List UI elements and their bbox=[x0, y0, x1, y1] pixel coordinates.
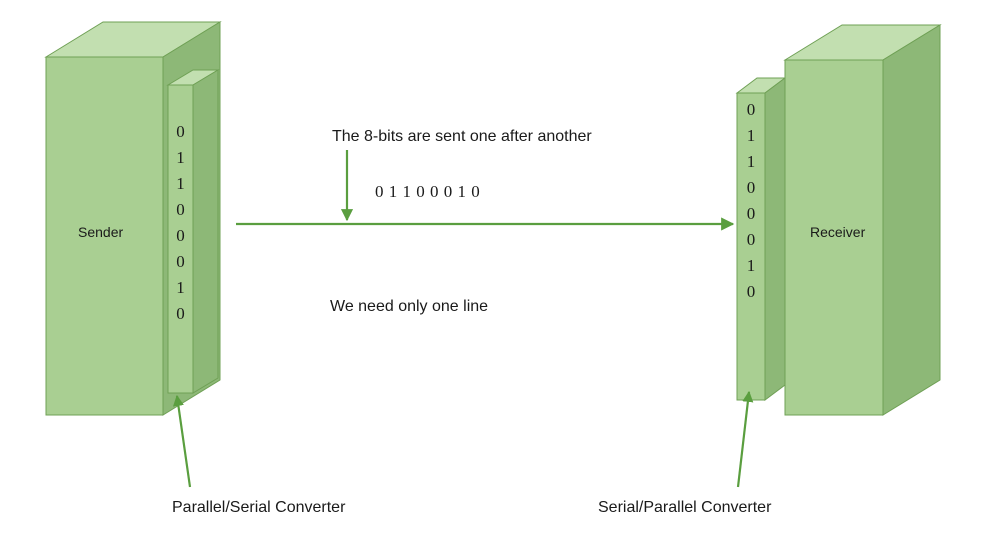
serial-stream-text: 0 1 1 0 0 0 1 0 bbox=[375, 182, 481, 201]
receiver-register-bit: 1 bbox=[746, 152, 756, 171]
receiver-register-bit: 1 bbox=[746, 126, 756, 145]
sender-register-bit: 0 bbox=[176, 200, 185, 219]
sender-register bbox=[166, 69, 220, 394]
serial-parallel-converter-arrow bbox=[736, 390, 754, 488]
receiver-box bbox=[783, 24, 942, 416]
serial-note-top: The 8-bits are sent one after another bbox=[332, 128, 592, 145]
receiver-register-bits: 0 1 1 0 0 0 1 0 bbox=[737, 97, 765, 305]
receiver-register-bit: 0 bbox=[746, 282, 756, 301]
receiver-register-bit: 1 bbox=[746, 256, 756, 275]
receiver-register-bit: 0 bbox=[746, 100, 756, 119]
receiver-register-bit: 0 bbox=[746, 230, 756, 249]
receiver-register bbox=[735, 77, 787, 401]
sender-register-bit: 0 bbox=[176, 304, 185, 323]
sender-register-bit: 1 bbox=[176, 278, 185, 297]
receiver-box-side-face bbox=[882, 24, 941, 416]
sender-register-bit: 1 bbox=[176, 148, 185, 167]
sender-register-bit: 0 bbox=[176, 226, 185, 245]
sender-register-front-face bbox=[167, 84, 194, 394]
sender-box-front-face bbox=[45, 56, 164, 416]
parallel-serial-converter-arrow bbox=[172, 394, 192, 488]
receiver-register-side-face bbox=[764, 77, 786, 401]
sender-register-bit: 0 bbox=[176, 252, 185, 271]
receiver-register-bit: 0 bbox=[746, 178, 756, 197]
sender-register-side-face bbox=[192, 69, 219, 394]
serial-note-bottom: We need only one line bbox=[330, 298, 489, 315]
sender-register-bits: 0 1 1 0 0 0 1 0 bbox=[168, 119, 193, 327]
parallel-serial-converter-caption: Parallel/Serial Converter bbox=[172, 499, 346, 516]
receiver-register-bit: 0 bbox=[746, 204, 756, 223]
receiver-box-front-face bbox=[784, 59, 884, 416]
receiver-label: Receiver bbox=[810, 224, 866, 240]
sender-label: Sender bbox=[78, 224, 124, 240]
serial-parallel-converter-caption: Serial/Parallel Converter bbox=[598, 499, 772, 516]
sender-register-bit: 1 bbox=[176, 174, 185, 193]
receiver-register-front-face bbox=[736, 92, 766, 401]
sender-register-bit: 0 bbox=[176, 122, 185, 141]
